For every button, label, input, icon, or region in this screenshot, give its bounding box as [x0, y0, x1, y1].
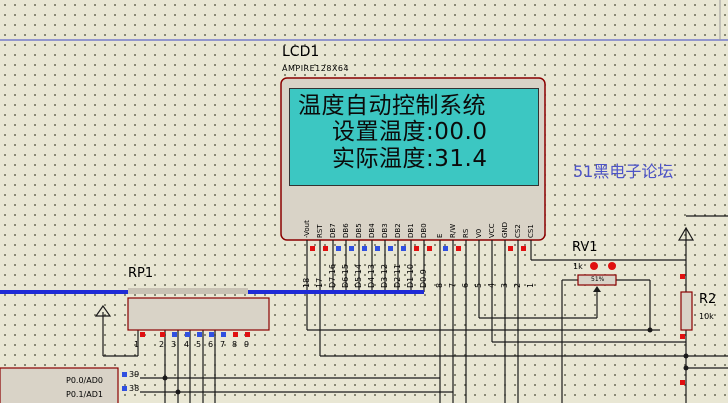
lcd-pin-number: 3 — [500, 282, 509, 288]
lcd-pin-number: D2 11 — [393, 264, 402, 288]
lcd-pin-number: 2 — [513, 282, 522, 288]
lcd-pin-number: 7 — [448, 282, 457, 288]
lcd-pin-label: E — [436, 233, 444, 238]
rv1-terminal-icon — [590, 262, 598, 270]
lcd-pin-label: -Vout — [303, 220, 311, 238]
lcd-pin-number: 18 — [302, 277, 311, 288]
rv1-percent-label: 51% — [591, 276, 605, 283]
mcu-pin-p01-label: P0.1/AD1 — [66, 390, 103, 399]
lcd-pin-number: 4 — [487, 282, 496, 288]
rv1-value-label: 1k — [573, 262, 583, 271]
lcd-pin-label: RS — [462, 228, 470, 238]
r2-value-label: 10k — [699, 312, 714, 321]
rv1-terminal-icon — [608, 262, 616, 270]
rp1-pin-number: 2 — [159, 340, 165, 349]
lcd-screen[interactable]: 温度自动控制系统 设置温度:00.0 实际温度:31.4 — [289, 88, 539, 186]
rp1-pin-number: 1 — [134, 340, 140, 349]
lcd-pin-label: R/W — [449, 223, 457, 238]
lcd-pin-label: DB1 — [407, 223, 415, 238]
lcd-pin-number: D1 10 — [406, 264, 415, 288]
lcd-pin-label: DB2 — [394, 223, 402, 238]
lcd-reference-label: LCD1 — [282, 44, 320, 60]
r2-body — [680, 291, 693, 331]
rp1-pin-number: 6 — [208, 340, 214, 349]
lcd-pin-number: D4 13 — [367, 264, 376, 288]
rp1-pin-number: 3 — [171, 340, 177, 349]
rp1-body — [127, 297, 270, 331]
lcd-pin-number: D3 12 — [380, 264, 389, 288]
junction-dots — [162, 327, 689, 395]
lcd-pin-number: D6 15 — [341, 264, 350, 288]
power-arrow-icon — [94, 304, 112, 317]
mcu-pin-p00-label: P0.0/AD0 — [66, 376, 103, 385]
lcd-pin-number: 17 — [315, 277, 324, 288]
rp1-pin-number: 4 — [184, 340, 190, 349]
lcd-line-set-temp: 设置温度:00.0 — [332, 119, 488, 145]
lcd-pin-label: CS2 — [514, 224, 522, 238]
lcd-line-title: 温度自动控制系统 — [298, 93, 486, 119]
rp1-pin-number: 8 — [232, 340, 238, 349]
forum-watermark: 51黑电子论坛 — [573, 162, 674, 181]
lcd-line-actual-temp: 实际温度:31.4 — [332, 146, 488, 172]
lcd-pin-number: D7 16 — [328, 264, 337, 288]
rp1-pin-number: 9 — [244, 340, 250, 349]
lcd-pin-number: D0 9 — [419, 269, 428, 288]
lcd-pin-label: DB7 — [329, 223, 337, 238]
lcd-pin-label: DB0 — [420, 223, 428, 238]
rv1-wiper-arrow-icon — [593, 286, 601, 292]
mcu-pin-39-number: 39 — [129, 370, 140, 379]
lcd-pin-label: VCC — [488, 223, 496, 238]
rp1-pin-number: 5 — [196, 340, 202, 349]
lcd-pin-label: DB6 — [342, 223, 350, 238]
lcd-pin-number: 5 — [474, 282, 483, 288]
pin-state-markers — [122, 246, 685, 391]
mcu-pin-38-number: 38 — [129, 384, 140, 393]
rp1-reference-label: RP1 — [128, 266, 154, 281]
mcu-body — [0, 367, 119, 403]
lcd-pin-label: V0 — [475, 228, 483, 238]
rp1-pin-number: 7 — [220, 340, 226, 349]
lcd-pin-label: DB4 — [368, 223, 376, 238]
lcd-pin-label: DB3 — [381, 223, 389, 238]
lcd-pin-number: D5 14 — [354, 264, 363, 288]
lcd-pin-number: 1 — [526, 282, 535, 288]
lcd-pin-label: RST — [316, 224, 324, 238]
rv1-body — [577, 274, 617, 286]
r2-reference-label: R2 — [699, 292, 717, 307]
lcd-pin-label: CS1 — [527, 224, 535, 238]
lcd-pin-group — [102, 215, 728, 403]
rv1-reference-label: RV1 — [572, 240, 598, 255]
lcd-pin-label: GND — [501, 221, 509, 238]
lcd-pin-number: 6 — [461, 282, 470, 288]
lcd-model-label: AMPIRE128X64 — [282, 64, 350, 73]
rp1-label-strip — [128, 288, 248, 294]
lcd-pin-number: 8 — [435, 282, 444, 288]
lcd-pin-label: DB5 — [355, 223, 363, 238]
